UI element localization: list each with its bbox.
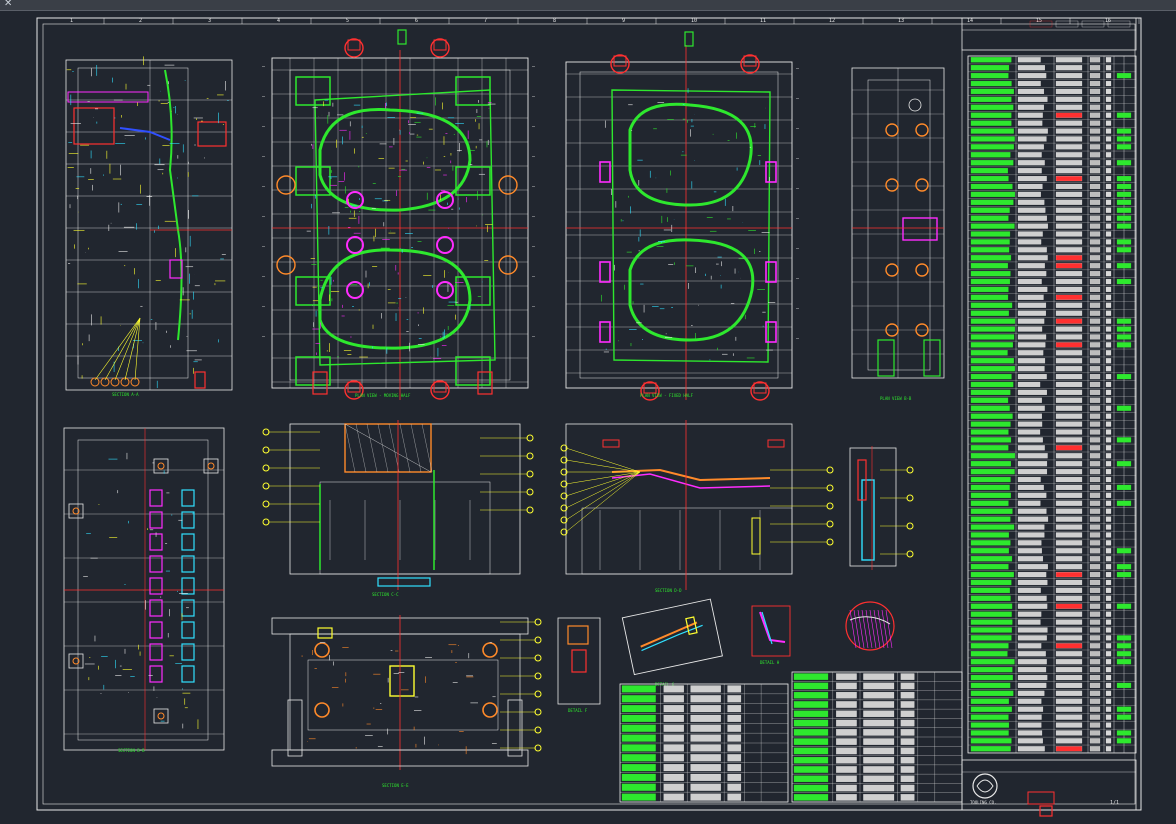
svg-text:—: — (796, 126, 800, 132)
sheet-number: 1/1 (1110, 800, 1119, 806)
column-number: 12 (829, 18, 835, 24)
view-label-plan-side: PLAN VIEW B-B (880, 396, 912, 401)
view-label-plan-fixed: PLAN VIEW - FIXED HALF (640, 393, 694, 398)
section-view-center-top: SECTION C-C (262, 420, 534, 597)
svg-text:—: — (796, 216, 800, 222)
side-section-view-right: PLAN VIEW B-B (851, 67, 945, 401)
svg-text:—: — (262, 124, 266, 130)
title-block: TOOLING CO. 1/1 (961, 759, 1137, 817)
svg-text:—: — (262, 244, 266, 250)
column-number: 1 (70, 18, 73, 24)
view-label-section-b: SECTION B-B (118, 748, 145, 753)
svg-text:—: — (532, 154, 536, 160)
column-number: 2 (139, 18, 142, 24)
svg-text:—: — (796, 96, 800, 102)
svg-text:—: — (796, 156, 800, 162)
plan-view-fixed-half: — — — — — — — — — — PLAN VIEW - FIXED HALF (565, 31, 800, 401)
column-number: 13 (898, 18, 904, 24)
bill-of-materials-table (961, 17, 1137, 810)
column-number: 8 (553, 18, 556, 24)
svg-text:—: — (796, 186, 800, 192)
window-title-bar: ✕ (0, 0, 1176, 11)
view-label-section-a: SECTION A-A (112, 392, 139, 397)
column-number: 6 (415, 18, 418, 24)
column-number: 9 (622, 18, 625, 24)
company-name: TOOLING CO. (970, 800, 997, 805)
section-view-center-bottom: SECTION E-E (271, 615, 542, 788)
view-label-section-e: SECTION E-E (382, 783, 409, 788)
svg-text:—: — (532, 124, 536, 130)
app-logo-icon: ✕ (4, 0, 13, 9)
view-label-detail-g: DETAIL G (655, 682, 675, 687)
small-section-view (849, 446, 914, 570)
svg-text:—: — (796, 336, 800, 342)
column-number: 11 (760, 18, 766, 24)
svg-text:—: — (532, 304, 536, 310)
svg-text:—: — (796, 276, 800, 282)
parts-list-bottom-table (619, 671, 963, 803)
section-view-right-middle: SECTION D-D (560, 420, 834, 593)
svg-text:—: — (532, 64, 536, 70)
view-label-section-c: SECTION C-C (372, 592, 399, 597)
svg-text:—: — (532, 214, 536, 220)
svg-text:—: — (262, 94, 266, 100)
column-number: 7 (484, 18, 487, 24)
svg-text:—: — (532, 334, 536, 340)
view-label-section-d: SECTION D-D (655, 588, 682, 593)
svg-text:—: — (532, 184, 536, 190)
column-number: 14 (967, 18, 973, 24)
svg-text:—: — (532, 94, 536, 100)
detail-g-view (621, 598, 723, 676)
svg-text:—: — (532, 244, 536, 250)
svg-text:—: — (532, 274, 536, 280)
view-label-detail-h: DETAIL H (760, 660, 780, 665)
svg-text:—: — (262, 274, 266, 280)
svg-text:—: — (796, 246, 800, 252)
column-number: 5 (346, 18, 349, 24)
column-number: 4 (277, 18, 280, 24)
view-label-plan-moving: PLAN VIEW - MOVING HALF (355, 393, 411, 398)
side-section-view-bottom-left: SECTION B-B (63, 427, 225, 753)
svg-text:—: — (262, 214, 266, 220)
svg-text:—: — (796, 66, 800, 72)
svg-text:—: — (262, 154, 266, 160)
drawing-frame (36, 17, 1142, 811)
plan-view-moving-half: — — — — — — — — — — — — — — — — — — — — PLAN VIEW - MOVING H… (262, 29, 536, 400)
svg-text:—: — (262, 304, 266, 310)
column-number: 3 (208, 18, 211, 24)
svg-text:—: — (262, 334, 266, 340)
svg-text:—: — (262, 184, 266, 190)
column-number: 10 (691, 18, 697, 24)
svg-text:—: — (796, 306, 800, 312)
detail-views: DETAIL F DETAIL G DETAIL H (557, 598, 895, 713)
side-section-view-top-left: SECTION A-A (65, 56, 233, 397)
svg-text:—: — (262, 64, 266, 70)
view-label-detail-f: DETAIL F (568, 708, 588, 713)
